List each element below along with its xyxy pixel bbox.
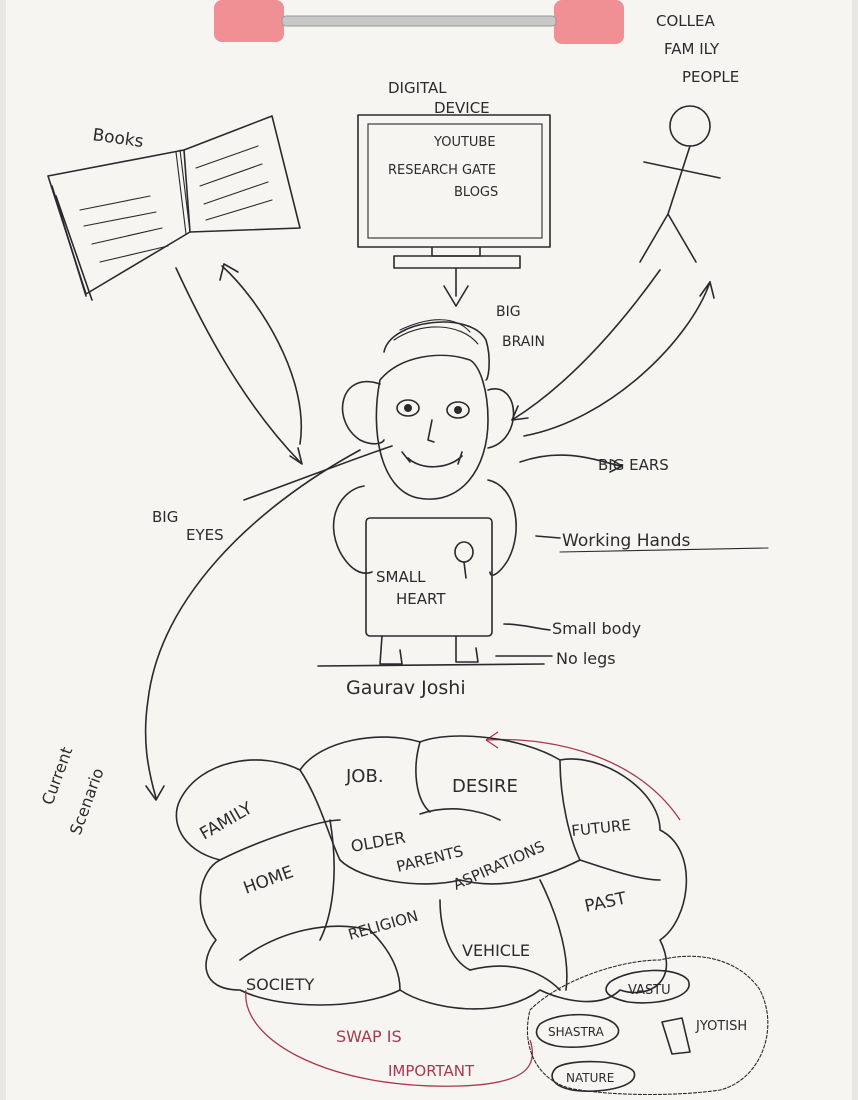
screen-research-gate: RESEARCH GATE: [388, 163, 496, 178]
note-swap-2: IMPORTANT: [388, 1062, 475, 1080]
monitor-sketch: [357, 114, 551, 307]
note-swap-1: SWAP IS: [336, 1027, 402, 1046]
paper-background: [6, 0, 852, 1100]
label-big-eyes-2: EYES: [186, 526, 224, 544]
note-vastu: VASTU: [628, 983, 671, 998]
stick-figure-sketch: [639, 105, 721, 263]
scenario-cloud: [175, 735, 688, 1010]
label-small-heart-1: SMALL: [376, 568, 426, 586]
label-small-body: Small body: [552, 619, 641, 638]
screen-blogs: BLOGS: [454, 185, 498, 200]
label-big-ears: BIG EARS: [598, 456, 669, 474]
label-colleague: COLLEA: [656, 12, 715, 30]
label-family: FAM ILY: [664, 40, 720, 58]
note-shastra: SHASTRA: [548, 1025, 605, 1039]
label-working-hands: Working Hands: [562, 531, 691, 551]
character-body: [317, 479, 545, 667]
label-digital: DIGITAL: [388, 79, 447, 97]
label-device: DEVICE: [434, 99, 490, 117]
character-head: [341, 319, 515, 500]
label-big-eyes-1: BIG: [152, 508, 178, 526]
bubble-desire: DESIRE: [452, 776, 518, 797]
label-name: Gaurav Joshi: [346, 677, 466, 699]
label-big-brain-2: BRAIN: [502, 334, 545, 350]
label-people: PEOPLE: [682, 68, 739, 86]
note-nature: NATURE: [566, 1071, 614, 1085]
label-no-legs: No legs: [556, 649, 616, 668]
clipboard-clip: [214, 0, 624, 44]
bubble-society: SOCIETY: [246, 975, 315, 994]
label-small-heart-2: HEART: [396, 590, 446, 608]
note-jyotish: JYOTISH: [695, 1019, 747, 1034]
bubble-vehicle: VEHICLE: [462, 941, 530, 960]
books-sketch: [47, 115, 301, 301]
traditions-cloud: [526, 955, 769, 1096]
bubble-job: JOB.: [345, 766, 384, 787]
screen-youtube: YOUTUBE: [433, 135, 496, 150]
label-big-brain-1: BIG: [496, 304, 521, 320]
